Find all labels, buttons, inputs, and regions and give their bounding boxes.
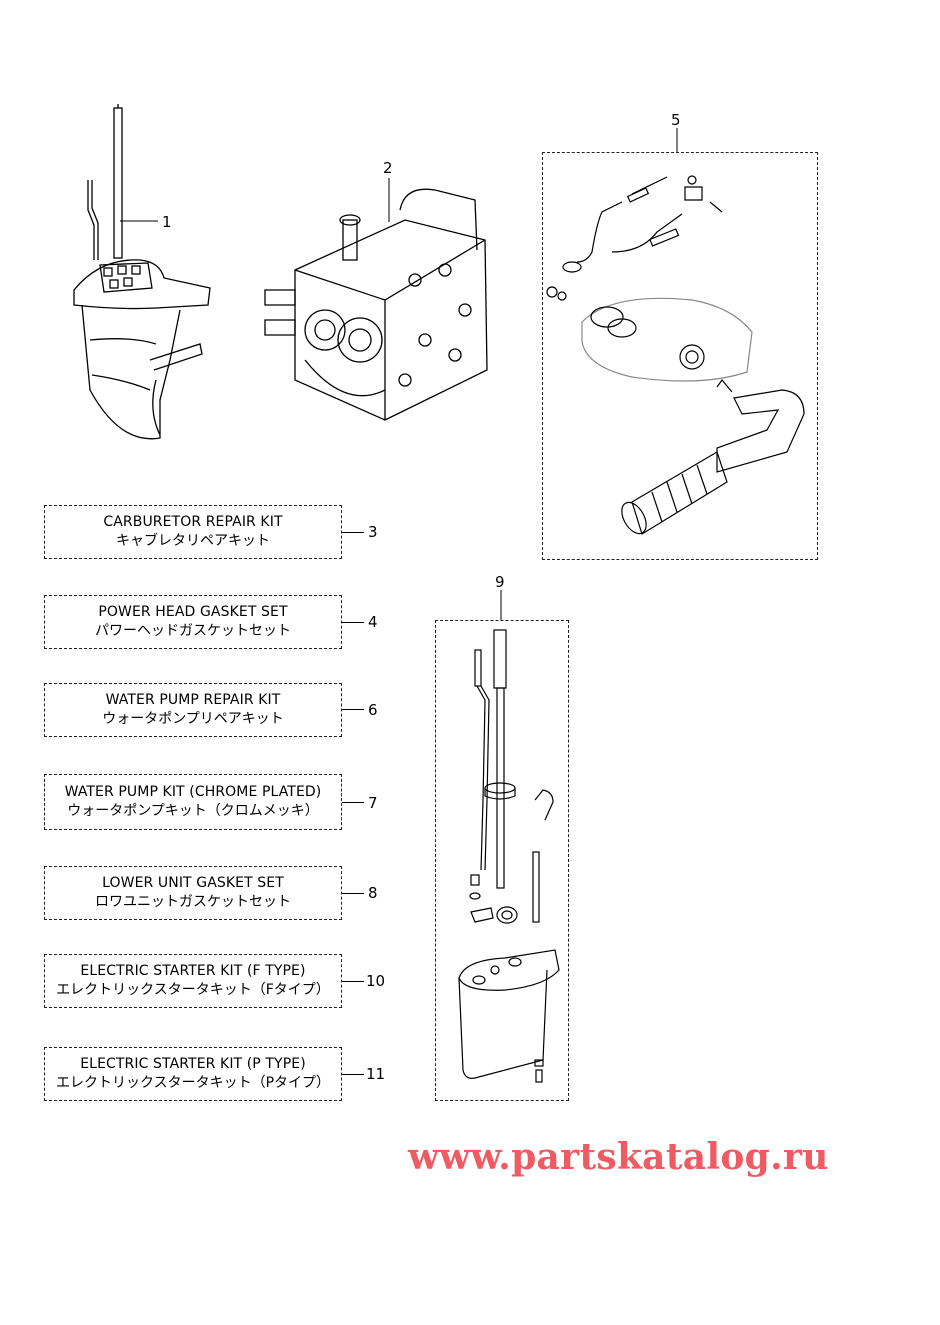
kit-name-ja: パワーヘッドガスケットセット (95, 623, 291, 639)
kit-name-ja: エレクトリックスタータキット（Pタイプ） (55, 1075, 331, 1091)
kit-name-ja: ロワユニットガスケットセット (95, 894, 291, 910)
kit-number: 3 (368, 523, 378, 541)
kit-name-en: ELECTRIC STARTER KIT (F TYPE) (80, 963, 306, 979)
kit-box-9 (435, 620, 569, 1101)
power-head-illustration (264, 188, 488, 421)
kit-number: 11 (366, 1065, 386, 1083)
lower-unit-illustration (73, 104, 211, 440)
kit-label-water-pump-chrome: WATER PUMP KIT (CHROME PLATED) ウォータポンプキッ… (44, 774, 342, 830)
callout-number-2: 2 (383, 159, 393, 177)
leader-line (342, 802, 364, 803)
leader-line (342, 1074, 364, 1075)
leader-line (342, 532, 364, 533)
leader-line (342, 893, 364, 894)
kit-name-en: CARBURETOR REPAIR KIT (103, 514, 283, 530)
kit-label-lower-unit-gasket: LOWER UNIT GASKET SET ロワユニットガスケットセット (44, 866, 342, 920)
kit-number: 10 (366, 972, 386, 990)
leader-line (342, 709, 364, 710)
kit-number: 6 (368, 701, 378, 719)
tiller-handle-illustration (546, 175, 805, 535)
kit-number: 8 (368, 884, 378, 902)
kit-name-ja: ウォータポンプリペアキット (102, 711, 284, 727)
callout-number-5: 5 (671, 111, 681, 129)
kit-name-en: WATER PUMP REPAIR KIT (105, 692, 281, 708)
kit-label-electric-starter-f: ELECTRIC STARTER KIT (F TYPE) エレクトリックスター… (44, 954, 342, 1008)
leader-line (342, 981, 364, 982)
kit-number: 7 (368, 794, 378, 812)
callout-number-9: 9 (495, 573, 505, 591)
kit-name-en: WATER PUMP KIT (CHROME PLATED) (64, 784, 322, 800)
kit-box-5 (542, 152, 818, 560)
drive-shaft-housing-illustration (458, 629, 560, 1083)
callout-number-1: 1 (162, 213, 172, 231)
kit-label-electric-starter-p: ELECTRIC STARTER KIT (P TYPE) エレクトリックスター… (44, 1047, 342, 1101)
kit-label-water-pump-repair: WATER PUMP REPAIR KIT ウォータポンプリペアキット (44, 683, 342, 737)
kit-label-carburetor-repair: CARBURETOR REPAIR KIT キャブレタリペアキット (44, 505, 342, 559)
leader-line (342, 622, 364, 623)
kit-name-ja: エレクトリックスタータキット（Fタイプ） (56, 982, 330, 998)
kit-name-ja: キャブレタリペアキット (116, 533, 270, 549)
kit-name-ja: ウォータポンプキット（クロムメッキ） (67, 803, 319, 819)
kit-label-power-head-gasket: POWER HEAD GASKET SET パワーヘッドガスケットセット (44, 595, 342, 649)
kit-name-en: LOWER UNIT GASKET SET (102, 875, 284, 891)
kit-name-en: ELECTRIC STARTER KIT (P TYPE) (80, 1056, 306, 1072)
kit-number: 4 (368, 613, 378, 631)
kit-name-en: POWER HEAD GASKET SET (98, 604, 288, 620)
watermark: www.partskatalog.ru (408, 1136, 829, 1178)
